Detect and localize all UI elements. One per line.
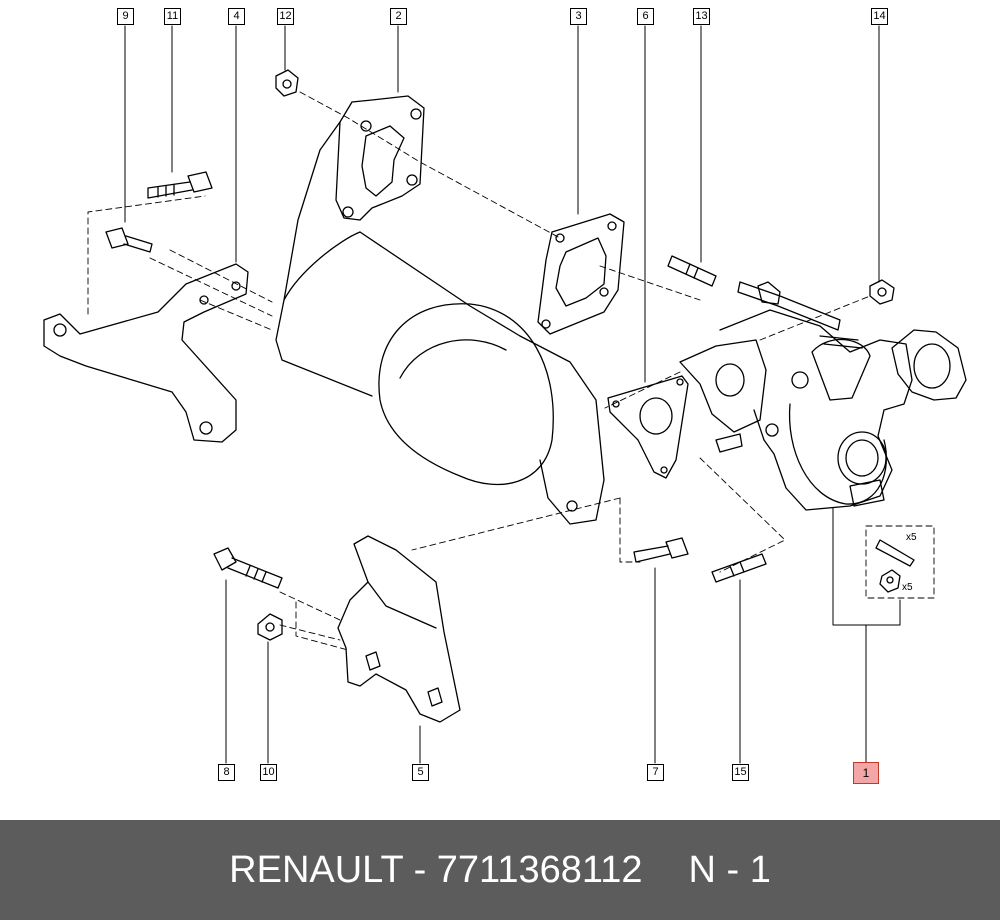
callout-9: 9 — [117, 8, 134, 25]
gasket-part-6 — [607, 375, 689, 479]
bracket-part-5 — [337, 535, 461, 723]
catalytic-converter-part-2 — [275, 95, 605, 525]
callout-3: 3 — [570, 8, 587, 25]
bolt-part-7 — [633, 537, 689, 563]
callout-1-highlighted: 1 — [853, 762, 879, 784]
callout-13: 13 — [693, 8, 710, 25]
callout-15: 15 — [732, 764, 749, 781]
gasket-part-3 — [537, 213, 625, 335]
turbocharger-part-1 — [679, 281, 967, 511]
leader-lines — [124, 25, 901, 764]
assembly-dashed-lines — [87, 91, 935, 651]
callout-2: 2 — [390, 8, 407, 25]
bolt-part-9 — [105, 227, 153, 253]
callout-7: 7 — [647, 764, 664, 781]
stud-part-13 — [667, 255, 717, 287]
quantity-studs: x5 — [906, 532, 917, 543]
page-number-text: N - 1 — [688, 848, 771, 891]
callout-10: 10 — [260, 764, 277, 781]
nut-part-10 — [257, 613, 283, 641]
nut-part-14 — [869, 279, 895, 305]
bracket-part-4 — [43, 263, 249, 443]
quantity-nuts: x5 — [902, 582, 913, 593]
callout-11: 11 — [164, 8, 181, 25]
callout-5: 5 — [412, 764, 429, 781]
callout-6: 6 — [637, 8, 654, 25]
callout-12: 12 — [277, 8, 294, 25]
bolt-part-11 — [147, 171, 213, 199]
turbo-kit-studs — [875, 539, 915, 593]
callout-4: 4 — [228, 8, 245, 25]
nut-part-12 — [275, 69, 299, 97]
part-number-footer: RENAULT - 7711368112 N - 1 — [0, 820, 1000, 920]
bolt-part-8 — [213, 547, 283, 589]
exploded-parts-diagram — [43, 25, 967, 764]
part-number-text: RENAULT - 7711368112 — [229, 848, 643, 891]
stud-part-15 — [711, 553, 767, 583]
callout-14: 14 — [871, 8, 888, 25]
callout-8: 8 — [218, 764, 235, 781]
